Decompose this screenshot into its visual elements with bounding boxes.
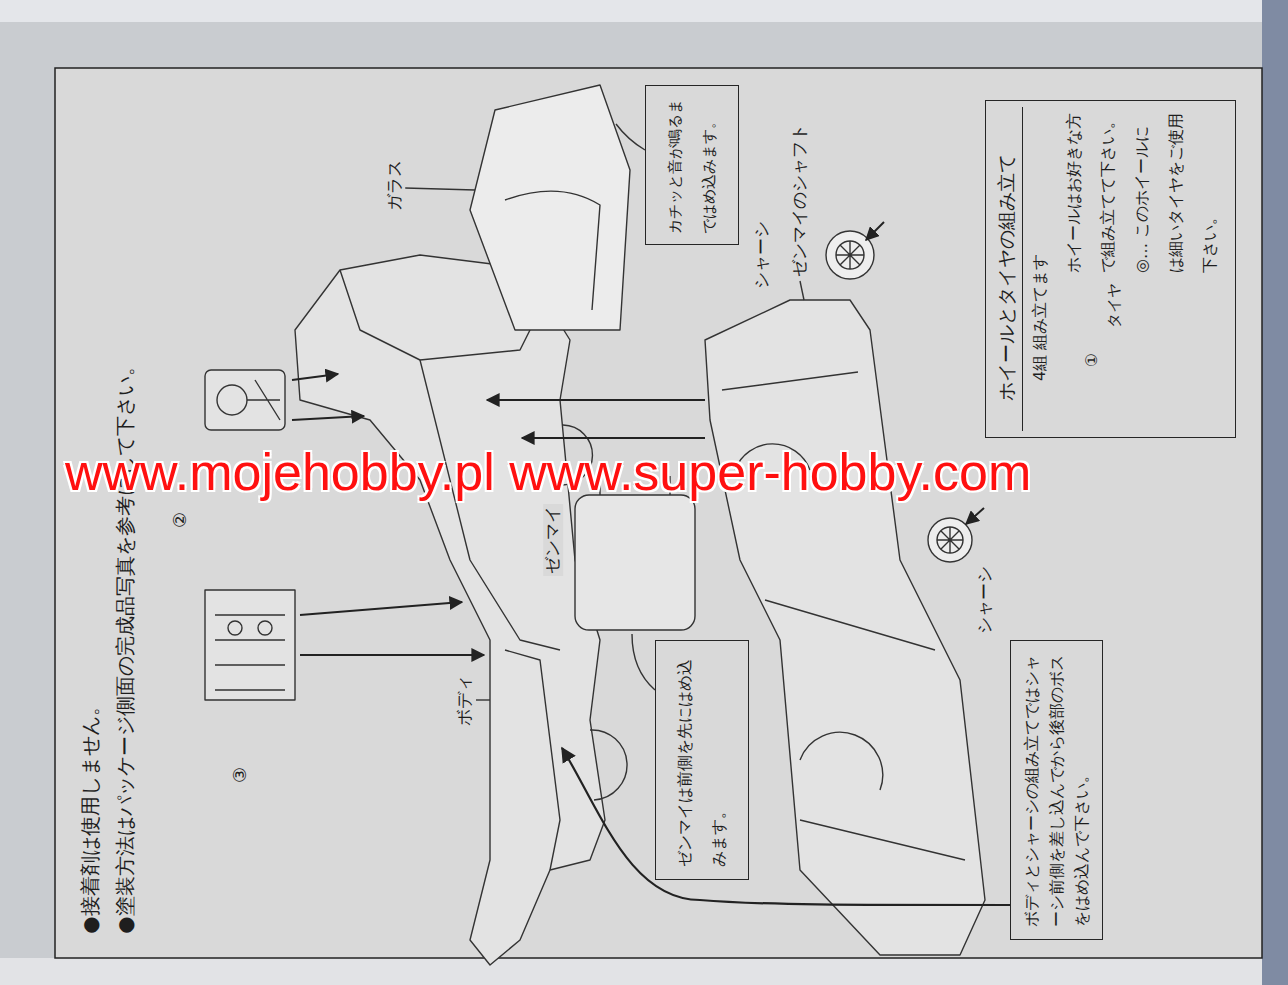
note-text: ●接着剤は使用しません。 [79, 694, 102, 935]
callout-text: ホイールはお好きな方で組み立てて下さい。 [1057, 111, 1125, 273]
wheel-spokes [937, 527, 963, 553]
glass-detail [505, 191, 600, 310]
assembly-arrow [292, 374, 338, 380]
assembly-arrow [300, 654, 484, 656]
bottom-flap [0, 958, 1262, 985]
wheel-spokes [836, 241, 864, 269]
watermark: www.mojehobby.pl www.super-hobby.com [65, 443, 1031, 503]
callout-text: カチッと音が鳴るまではめ込みます。 [658, 96, 726, 234]
seat-detail [228, 621, 242, 635]
part-label: シャーシ [752, 219, 772, 291]
part-label: ① [1083, 351, 1101, 369]
callout-box: ゼンマイは前側を先にはめ込みます。 [655, 640, 749, 880]
seat-detail [258, 621, 272, 635]
wheel [928, 518, 972, 562]
callout-box: カチッと音が鳴るまではめ込みます。 [645, 85, 739, 245]
part-label: シャーシ [975, 564, 995, 636]
assembly-arrow [866, 222, 884, 240]
side-wall [1262, 0, 1288, 985]
assembly-arrow [522, 437, 705, 439]
callout-text: ◎… このホイールには細いタイヤをご使用下さい。 [1125, 111, 1227, 273]
leader-line [476, 699, 490, 700]
interior-part [205, 590, 295, 700]
assembly-arrow [966, 508, 984, 524]
car-body [295, 255, 605, 965]
part-detail [215, 615, 285, 690]
callout-box: ボディとシャーシの組み立てではシャーシ前側を差し込んでから後部のボスをはめ込んで… [1010, 640, 1103, 940]
callout-text: ゼンマイは前側を先にはめ込みます。 [668, 653, 736, 867]
part-label: タイヤ [1106, 281, 1123, 330]
note-text: ●塗装方法はパッケージ側面の完成品写真を参考にして下さい。 [114, 354, 137, 935]
glass-part [470, 85, 630, 330]
part-label: ボディ [455, 673, 475, 728]
part-label: ② [170, 510, 191, 530]
part-detail [247, 380, 280, 420]
callout-text: 4組 組み立てます [1023, 107, 1057, 381]
leader-line [632, 634, 655, 690]
instruction-sheet [55, 68, 1262, 958]
assembly-arrow [562, 748, 1010, 905]
assembly-arrow [292, 416, 364, 420]
leader-line [616, 124, 645, 150]
spring-motor [575, 495, 695, 630]
interior-part [205, 370, 285, 430]
leader-line [405, 188, 475, 190]
body-detail [505, 650, 560, 870]
part-label: ガラス [385, 158, 405, 213]
body-detail [420, 360, 560, 650]
part-label: ③ [230, 765, 251, 785]
section-heading: ホイールとタイヤの組み立て [990, 107, 1023, 431]
wheel-arch [590, 730, 627, 800]
callout-box: ホイールとタイヤの組み立て4組 組み立てますホイールはお好きな方で組み立てて下さ… [985, 100, 1236, 438]
assembly-arrow [487, 399, 705, 401]
callout-text: ボディとシャーシの組み立てではシャーシ前側を差し込んでから後部のボスをはめ込んで… [1019, 653, 1094, 927]
leader-line [800, 281, 804, 300]
wheel-rim [937, 527, 963, 553]
assembly-arrow [300, 602, 462, 615]
part-label: ゼンマイのシャフト [790, 122, 810, 279]
top-flap [0, 0, 1288, 22]
steering-wheel [217, 385, 247, 415]
part-label: ゼンマイ [543, 504, 563, 576]
wheel-rim [836, 241, 864, 269]
